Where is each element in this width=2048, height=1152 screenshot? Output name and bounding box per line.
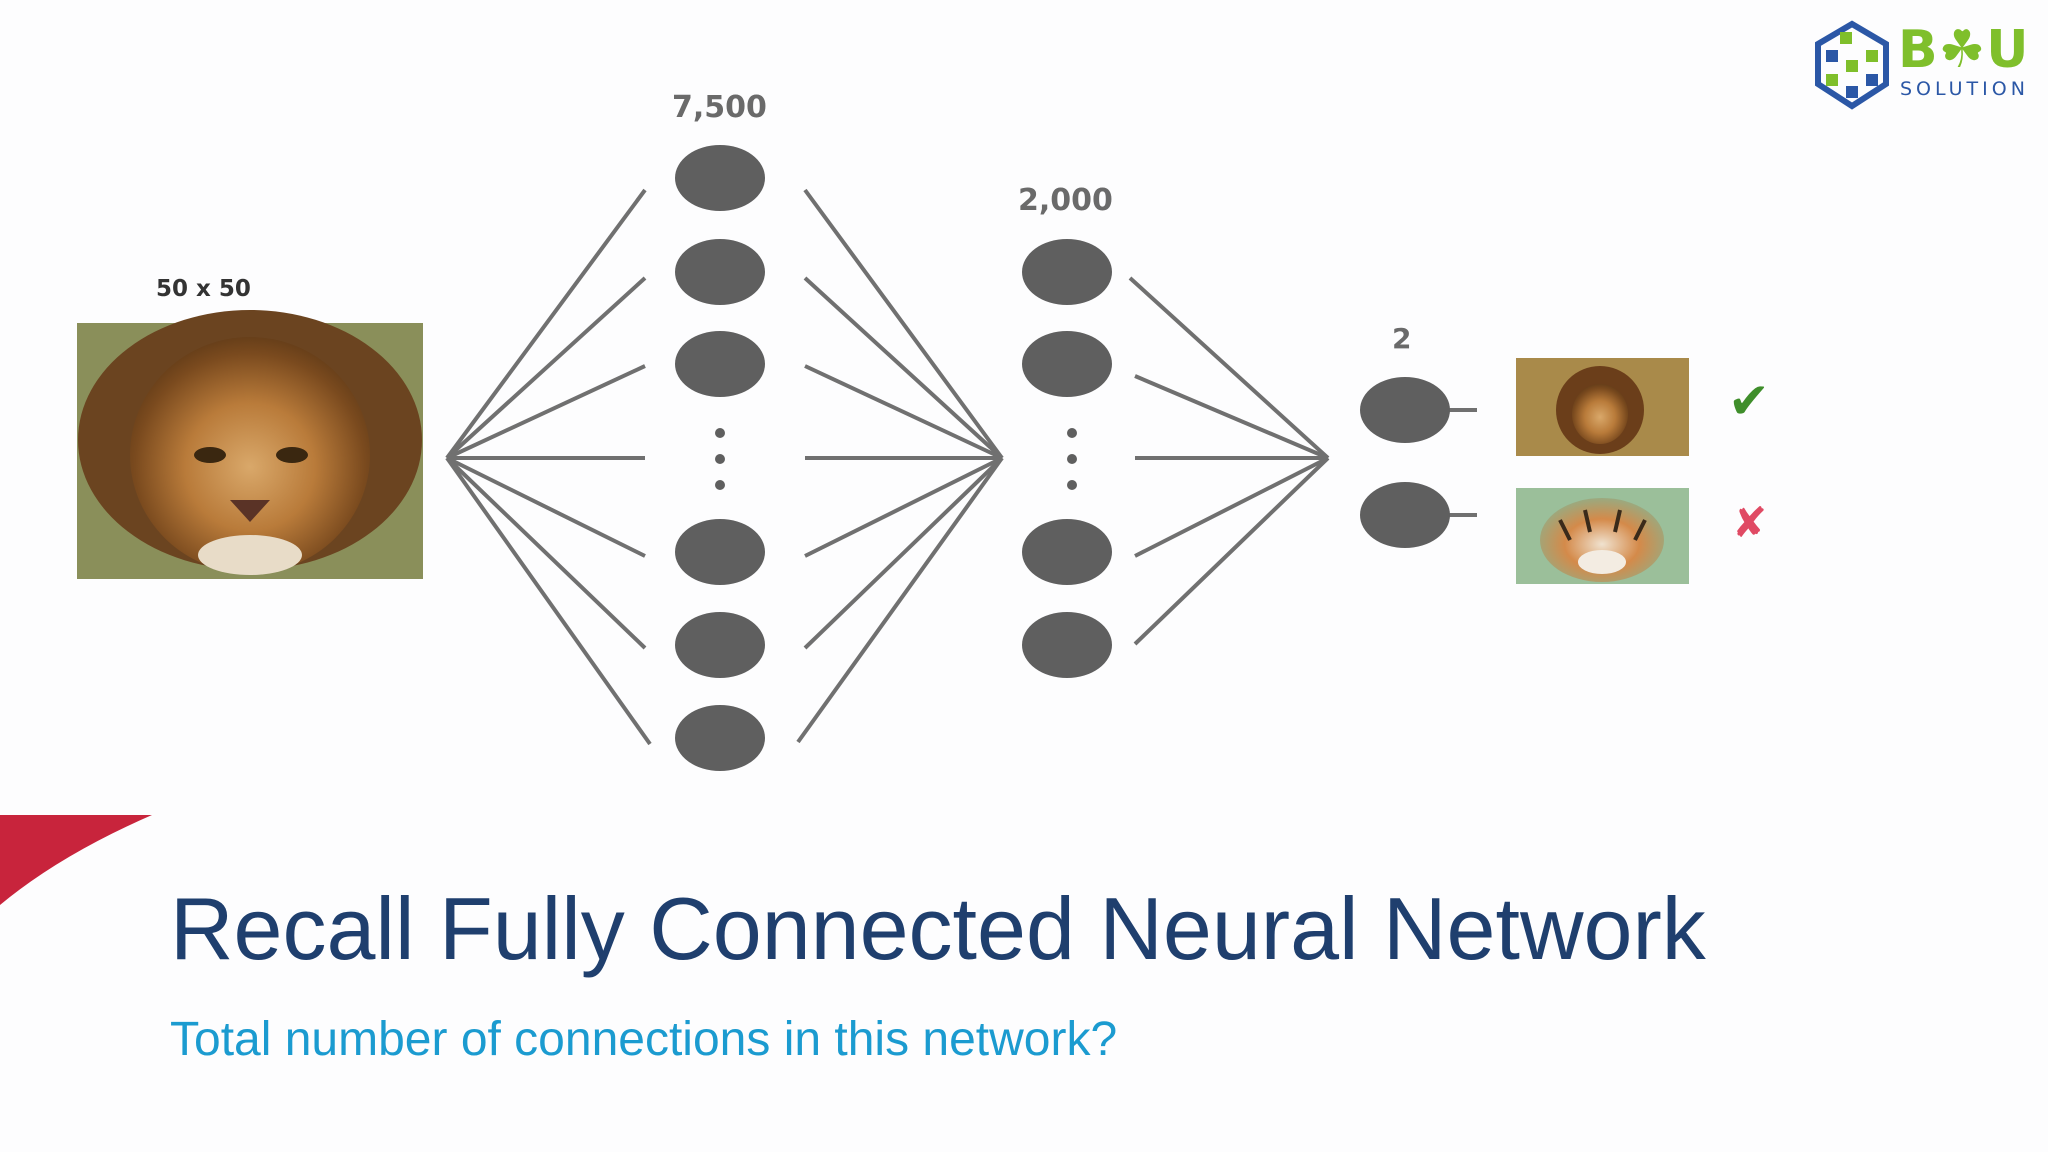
hidden2-node bbox=[1022, 239, 1112, 305]
company-logo: B☘U SOLUTION bbox=[1810, 20, 2030, 112]
slide-title: Recall Fully Connected Neural Network bbox=[170, 879, 1706, 978]
accent-triangle bbox=[0, 815, 152, 905]
input-lion-image bbox=[77, 310, 423, 579]
hidden1-count-label: 7,500 bbox=[672, 90, 767, 125]
output-node bbox=[1360, 482, 1450, 548]
hidden2-node bbox=[1022, 519, 1112, 585]
hidden1-node bbox=[675, 612, 765, 678]
hidden1-node bbox=[675, 239, 765, 305]
input-size-label: 50 x 50 bbox=[156, 276, 251, 302]
hidden1-node bbox=[675, 519, 765, 585]
output-tiger-image bbox=[1516, 488, 1689, 584]
hidden2-node bbox=[1022, 331, 1112, 397]
output-lion-image bbox=[1516, 358, 1689, 456]
ellipsis-dot bbox=[715, 480, 725, 490]
hidden2-count-label: 2,000 bbox=[1018, 183, 1113, 218]
output-node bbox=[1360, 377, 1450, 443]
check-icon: ✔ bbox=[1728, 372, 1770, 430]
ellipsis-dot bbox=[1067, 428, 1077, 438]
hidden1-layer bbox=[675, 145, 765, 771]
hidden1-node bbox=[675, 145, 765, 211]
ellipsis-dot bbox=[715, 454, 725, 464]
cross-icon: ✘ bbox=[1732, 498, 1768, 547]
output-count-label: 2 bbox=[1392, 322, 1412, 355]
output-layer bbox=[1360, 377, 1477, 548]
hidden2-layer bbox=[1022, 239, 1112, 678]
hidden1-node bbox=[675, 705, 765, 771]
ellipsis-dot bbox=[1067, 480, 1077, 490]
logo-wordmark: B☘U bbox=[1898, 20, 2030, 80]
hexagon-logo-icon bbox=[1815, 20, 1889, 110]
slide-subtitle: Total number of connections in this netw… bbox=[170, 1013, 1118, 1066]
ellipsis-dot bbox=[1067, 454, 1077, 464]
logo-subtext: SOLUTION bbox=[1900, 78, 2029, 100]
edges-hidden2-output bbox=[1128, 276, 1330, 646]
edges-hidden1-hidden2 bbox=[796, 188, 1004, 744]
edges-input-hidden1 bbox=[445, 188, 652, 746]
hidden1-node bbox=[675, 331, 765, 397]
ellipsis-dot bbox=[715, 428, 725, 438]
hidden2-node bbox=[1022, 612, 1112, 678]
